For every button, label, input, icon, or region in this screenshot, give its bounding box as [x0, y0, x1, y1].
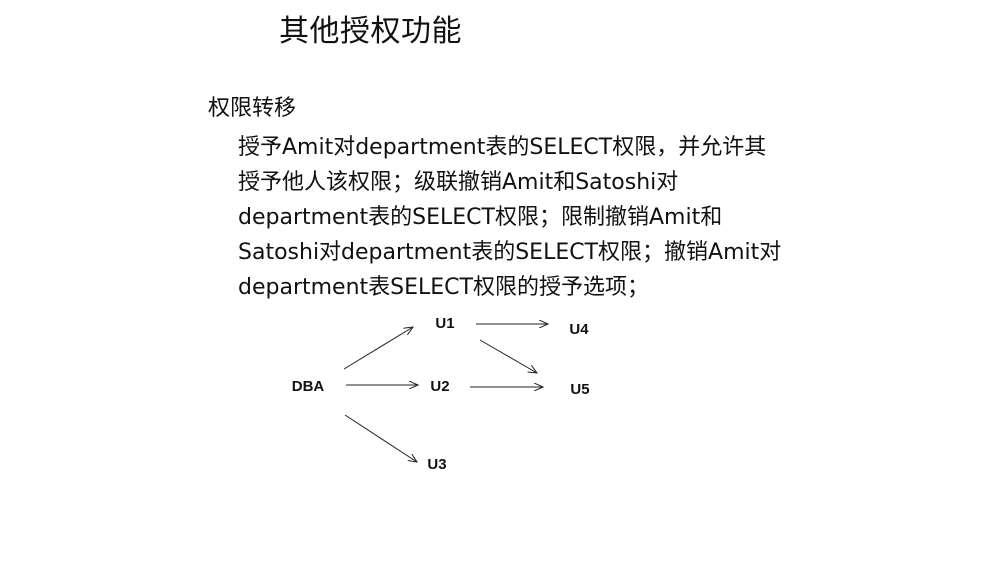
- body-text: 授予Amit对department表的SELECT权限，并允许其 授予他人该权限…: [238, 130, 838, 305]
- diagram-edges: [343, 324, 548, 462]
- body-line: department表SELECT权限的授予选项；: [238, 275, 649, 300]
- slide-title: 其他授权功能: [279, 14, 462, 49]
- edge-dba-u1-arrow: [343, 327, 413, 370]
- node-u4: U4: [569, 321, 589, 338]
- body-line: 授予Amit对department表的SELECT权限，并允许其: [238, 135, 767, 160]
- node-u3: U3: [427, 456, 446, 473]
- node-dba: DBA: [292, 378, 325, 395]
- node-u2: U2: [430, 378, 449, 395]
- body-line: 授予他人该权限；级联撤销Amit和Satoshi对: [238, 170, 679, 195]
- body-line: Satoshi对department表的SELECT权限；撤销Amit对: [238, 240, 782, 265]
- section-heading: 权限转移: [208, 96, 297, 121]
- edge-u1-u5-arrow: [479, 339, 537, 373]
- node-u5: U5: [570, 381, 589, 398]
- edge-dba-u3-arrow: [344, 414, 417, 462]
- body-line: department表的SELECT权限；限制撤销Amit和: [238, 205, 723, 230]
- node-u1: U1: [435, 315, 454, 332]
